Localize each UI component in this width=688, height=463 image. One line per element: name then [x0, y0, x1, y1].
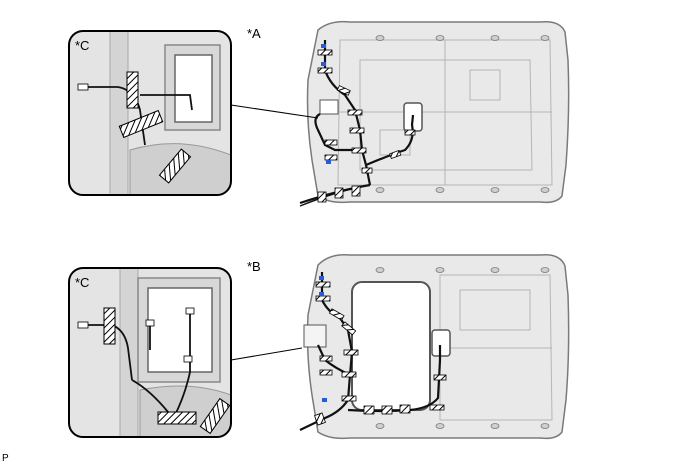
tape-c1-c [158, 148, 192, 184]
callout-c-label-bottom: *C [75, 275, 89, 290]
leader-line-a [230, 104, 319, 119]
sunroof-opening [351, 281, 431, 411]
view-b-label: *B [247, 259, 261, 274]
view-a-label: *A [247, 26, 261, 41]
view-a: *A [230, 20, 570, 207]
view-b: *B [230, 253, 570, 440]
callout-c-label-top: *C [75, 38, 89, 53]
callout-c-bottom: *C [68, 267, 232, 438]
footer-code: P [2, 453, 9, 463]
tape-c2-a [103, 307, 116, 345]
callout-c-top: *C [68, 30, 232, 196]
tape-c1-b [118, 109, 164, 139]
tape-c1-a [126, 71, 139, 109]
tape-c2-c [199, 397, 231, 435]
leader-line-b [230, 347, 303, 361]
tape-c2-b [157, 411, 197, 425]
